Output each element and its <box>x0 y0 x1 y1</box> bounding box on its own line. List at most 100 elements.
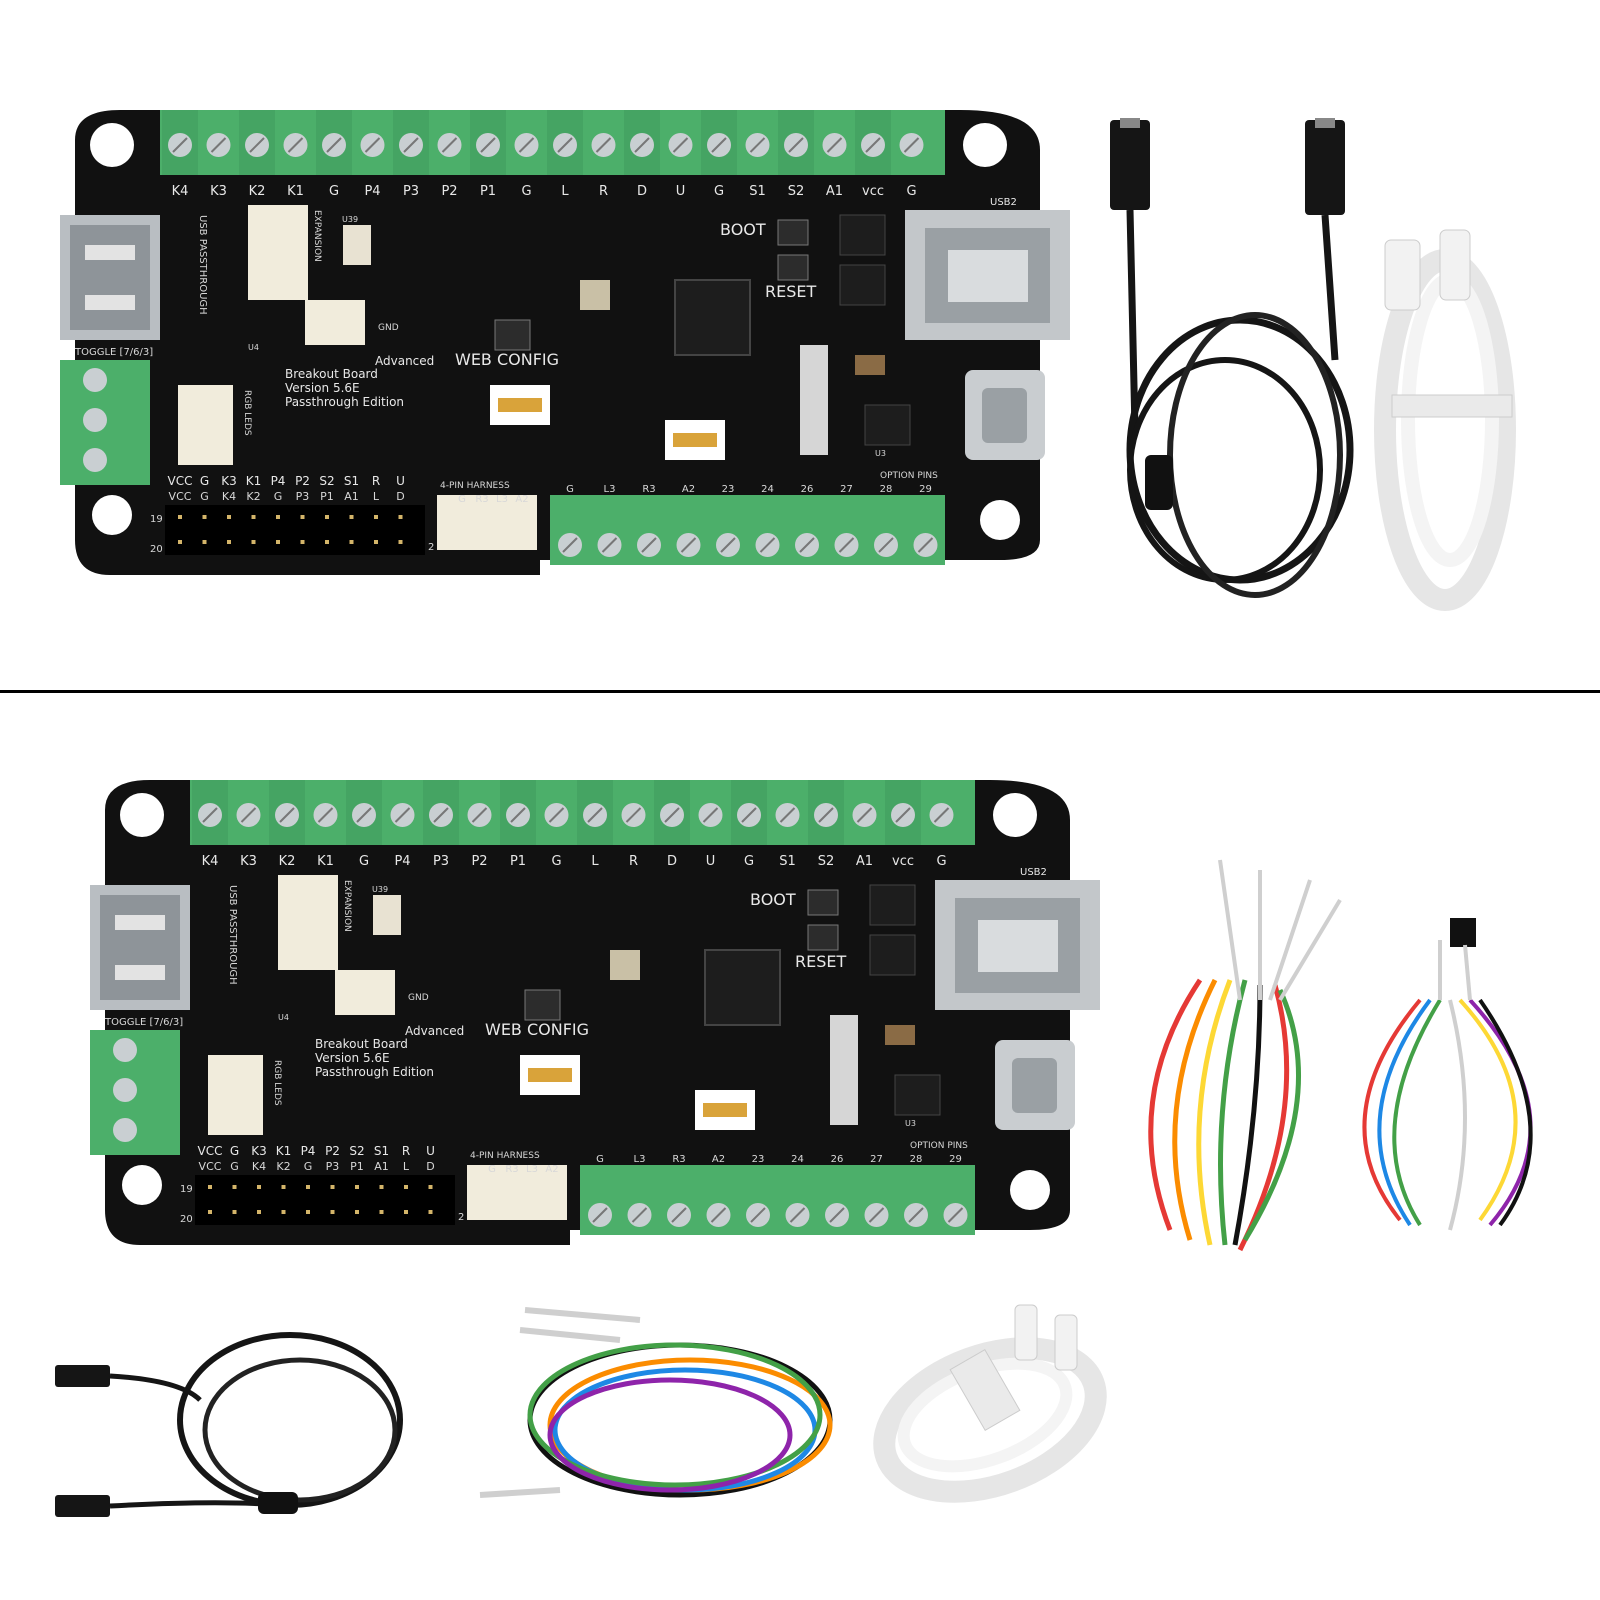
board-title-2: Breakout Board <box>285 367 378 381</box>
bottom-pin-label: 27 <box>840 484 853 495</box>
u39-label: U39 <box>342 215 358 224</box>
board-title-3: Version 5.6E <box>285 381 360 395</box>
header-pin-label: VCC <box>169 490 192 503</box>
white-usb-c-cable-top <box>1374 229 1516 611</box>
top-pin-label: K2 <box>249 184 266 199</box>
header-pin-label: G <box>304 1160 313 1173</box>
u39-label: U39 <box>372 885 388 894</box>
expansion-connector <box>278 875 338 970</box>
bottom-pin-label: 23 <box>722 484 735 495</box>
board-title-4: Passthrough Edition <box>315 1065 434 1079</box>
option-pins-label: OPTION PINS <box>880 471 938 481</box>
top-pin-label: P1 <box>480 184 496 199</box>
mount-hole <box>122 1165 162 1205</box>
top-pin-label: G <box>521 184 531 199</box>
header-pin-label: P3 <box>326 1160 340 1173</box>
header-pin-label: K1 <box>246 474 262 488</box>
bottom-pin-label: G <box>566 484 574 495</box>
header-num-19: 19 <box>150 514 163 525</box>
top-pin-label: K4 <box>172 184 189 199</box>
harness-pin-label: A2 <box>545 1164 558 1175</box>
u4-label: U4 <box>278 1013 289 1022</box>
u4-label: U4 <box>248 343 259 352</box>
mount-hole <box>1010 1170 1050 1210</box>
mount-hole <box>963 123 1007 167</box>
rgb-led-connector <box>178 385 233 465</box>
pin-header <box>165 505 425 555</box>
top-pin-label: S1 <box>779 854 796 869</box>
board-title-1: Advanced <box>405 1024 464 1038</box>
bottom-pin-label: A2 <box>712 1154 725 1165</box>
gnd-label: GND <box>408 993 429 1003</box>
header-pin-label: VCC <box>168 474 193 488</box>
header-pin-label: A1 <box>374 1160 389 1173</box>
top-pin-label: G <box>744 854 754 869</box>
option-pins-label: OPTION PINS <box>910 1141 968 1151</box>
top-pin-label: K1 <box>287 184 304 199</box>
top-pin-label: D <box>637 184 647 199</box>
expansion-connector <box>248 205 308 300</box>
top-pin-label: P4 <box>364 184 380 199</box>
bottom-pin-label: R3 <box>672 1154 685 1165</box>
top-pin-label: vcc <box>862 184 884 199</box>
top-pin-label: K1 <box>317 854 334 869</box>
harness-num: 2 <box>428 542 434 553</box>
mount-hole <box>90 123 134 167</box>
top-pin-label: K4 <box>202 854 219 869</box>
rgb-leds-label: RGB LEDS <box>272 1060 282 1106</box>
top-pin-label: A1 <box>826 184 843 199</box>
board-title-3: Version 5.6E <box>315 1051 390 1065</box>
bottom-pin-label: 29 <box>919 484 932 495</box>
u3-label: U3 <box>905 1119 916 1128</box>
header-num-20: 20 <box>150 544 163 555</box>
mount-hole <box>993 793 1037 837</box>
header-num-19: 19 <box>180 1184 193 1195</box>
header-pin-label: P1 <box>320 490 334 503</box>
harness-label: 4-PIN HARNESS <box>440 481 510 491</box>
harness-pin-label: L3 <box>496 494 508 505</box>
top-pin-label: G <box>329 184 339 199</box>
mount-hole <box>120 793 164 837</box>
board-title-2: Breakout Board <box>315 1037 408 1051</box>
usb-passthrough-label: USB PASSTHROUGH <box>197 215 208 315</box>
top-pin-label: G <box>906 184 916 199</box>
top-pin-label: G <box>359 854 369 869</box>
u3-label: U3 <box>875 449 886 458</box>
top-pin-label: G <box>936 854 946 869</box>
top-pin-label: L <box>591 854 599 869</box>
web-config-label: WEB CONFIG <box>485 1020 589 1039</box>
bottom-pin-label: 29 <box>949 1154 962 1165</box>
board-title-1: Advanced <box>375 354 434 368</box>
header-pin-label: G <box>200 474 209 488</box>
header-pin-label: R <box>402 1144 410 1158</box>
harness-pin-label: G <box>458 494 466 505</box>
white-usb-c-cable-bottom <box>873 1304 1107 1503</box>
header-pin-label: D <box>396 490 404 503</box>
top-pin-label: P2 <box>441 184 457 199</box>
bottom-pin-label: 28 <box>910 1154 923 1165</box>
harness-pin-label: R3 <box>505 1164 518 1175</box>
bottom-pin-label: 26 <box>831 1154 844 1165</box>
bottom-pin-label: A2 <box>682 484 695 495</box>
top-pin-label: K3 <box>240 854 257 869</box>
header-pin-label: K2 <box>246 490 260 503</box>
rgb-led-connector <box>208 1055 263 1135</box>
top-pin-label: R <box>599 184 608 199</box>
wire-harness-bundle-2 <box>1362 918 1533 1231</box>
top-pin-label: P2 <box>471 854 487 869</box>
top-pin-label: L <box>561 184 569 199</box>
toggle-label: TOGGLE [7/6/3] <box>74 347 153 358</box>
header-pin-label: S1 <box>344 474 359 488</box>
expansion-label: EXPANSION <box>312 210 322 262</box>
header-num-20: 20 <box>180 1214 193 1225</box>
top-pin-label: P3 <box>433 854 449 869</box>
boot-label: BOOT <box>750 890 796 909</box>
board-title-4: Passthrough Edition <box>285 395 404 409</box>
header-pin-label: P3 <box>296 490 310 503</box>
top-pin-label: U <box>706 854 716 869</box>
rgb-leds-label: RGB LEDS <box>242 390 252 436</box>
header-pin-label: P2 <box>295 474 310 488</box>
header-pin-label: VCC <box>199 1160 222 1173</box>
